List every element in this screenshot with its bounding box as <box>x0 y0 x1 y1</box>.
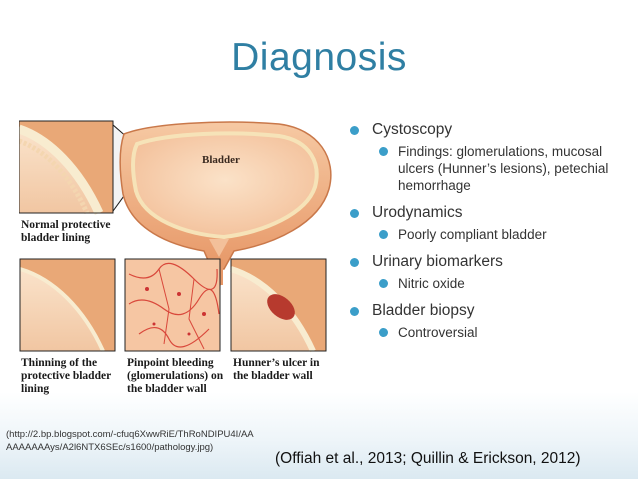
image-source-url: (http://2.bp.blogspot.com/-cfuq6XwwRiE/T… <box>6 429 254 453</box>
bullet-dot-icon <box>350 258 359 267</box>
bladder-diagram: Bladder <box>17 120 332 353</box>
bullet-dot-icon <box>379 147 388 156</box>
pinpoint-bleeding-label: Pinpoint bleeding (glomerulations) on th… <box>127 357 224 395</box>
bullet-dot-icon <box>350 209 359 218</box>
bullet-item: Urinary biomarkers <box>348 253 633 271</box>
thinning-label: Thinning of the protective bladder linin… <box>21 357 111 395</box>
bullet-label: Cystoscopy <box>372 121 453 138</box>
bullet-label: Bladder biopsy <box>372 302 475 319</box>
slide-background-band <box>0 392 638 479</box>
bullet-label: Urinary biomarkers <box>372 253 503 270</box>
pinpoint-bleeding-panel <box>124 258 221 352</box>
bullet-dot-icon <box>379 230 388 239</box>
sub-bullet-label: Poorly compliant bladder <box>398 227 547 242</box>
bullet-dot-icon <box>379 328 388 337</box>
bullet-item: Urodynamics <box>348 204 633 222</box>
bullet-group: Bladder biopsy Controversial <box>348 302 633 341</box>
bullet-dot-icon <box>379 279 388 288</box>
sub-bullet-item: Findings: glomerulations, mucosal ulcers… <box>348 143 633 194</box>
hunners-ulcer-label: Hunner’s ulcer in the bladder wall <box>233 357 320 382</box>
bladder-illustration: Bladder N <box>17 119 341 407</box>
sub-bullet-label: Nitric oxide <box>398 276 465 291</box>
normal-lining-label: Normal protective bladder lining <box>21 219 111 244</box>
bullet-item: Bladder biopsy <box>348 302 633 320</box>
sub-bullet-item: Poorly compliant bladder <box>348 226 633 243</box>
bullet-group: Urodynamics Poorly compliant bladder <box>348 204 633 243</box>
bladder-label: Bladder <box>202 154 240 166</box>
sub-bullet-label: Controversial <box>398 325 478 340</box>
bullet-group: Cystoscopy Findings: glomerulations, muc… <box>348 121 633 194</box>
bullet-dot-icon <box>350 126 359 135</box>
thinning-panel <box>19 258 116 352</box>
bullet-label: Urodynamics <box>372 204 463 221</box>
sub-bullet-label: Findings: glomerulations, mucosal ulcers… <box>398 144 609 193</box>
citation: (Offiah et al., 2013; Quillin & Erickson… <box>275 450 581 467</box>
bullet-group: Urinary biomarkers Nitric oxide <box>348 253 633 292</box>
hunners-ulcer-panel <box>230 258 327 353</box>
normal-lining-panel <box>17 120 114 215</box>
sub-bullet-item: Nitric oxide <box>348 275 633 292</box>
slide-title: Diagnosis <box>231 36 407 79</box>
bullet-list: Cystoscopy Findings: glomerulations, muc… <box>348 121 633 351</box>
sub-bullet-item: Controversial <box>348 324 633 341</box>
bullet-item: Cystoscopy <box>348 121 633 139</box>
bullet-dot-icon <box>350 307 359 316</box>
